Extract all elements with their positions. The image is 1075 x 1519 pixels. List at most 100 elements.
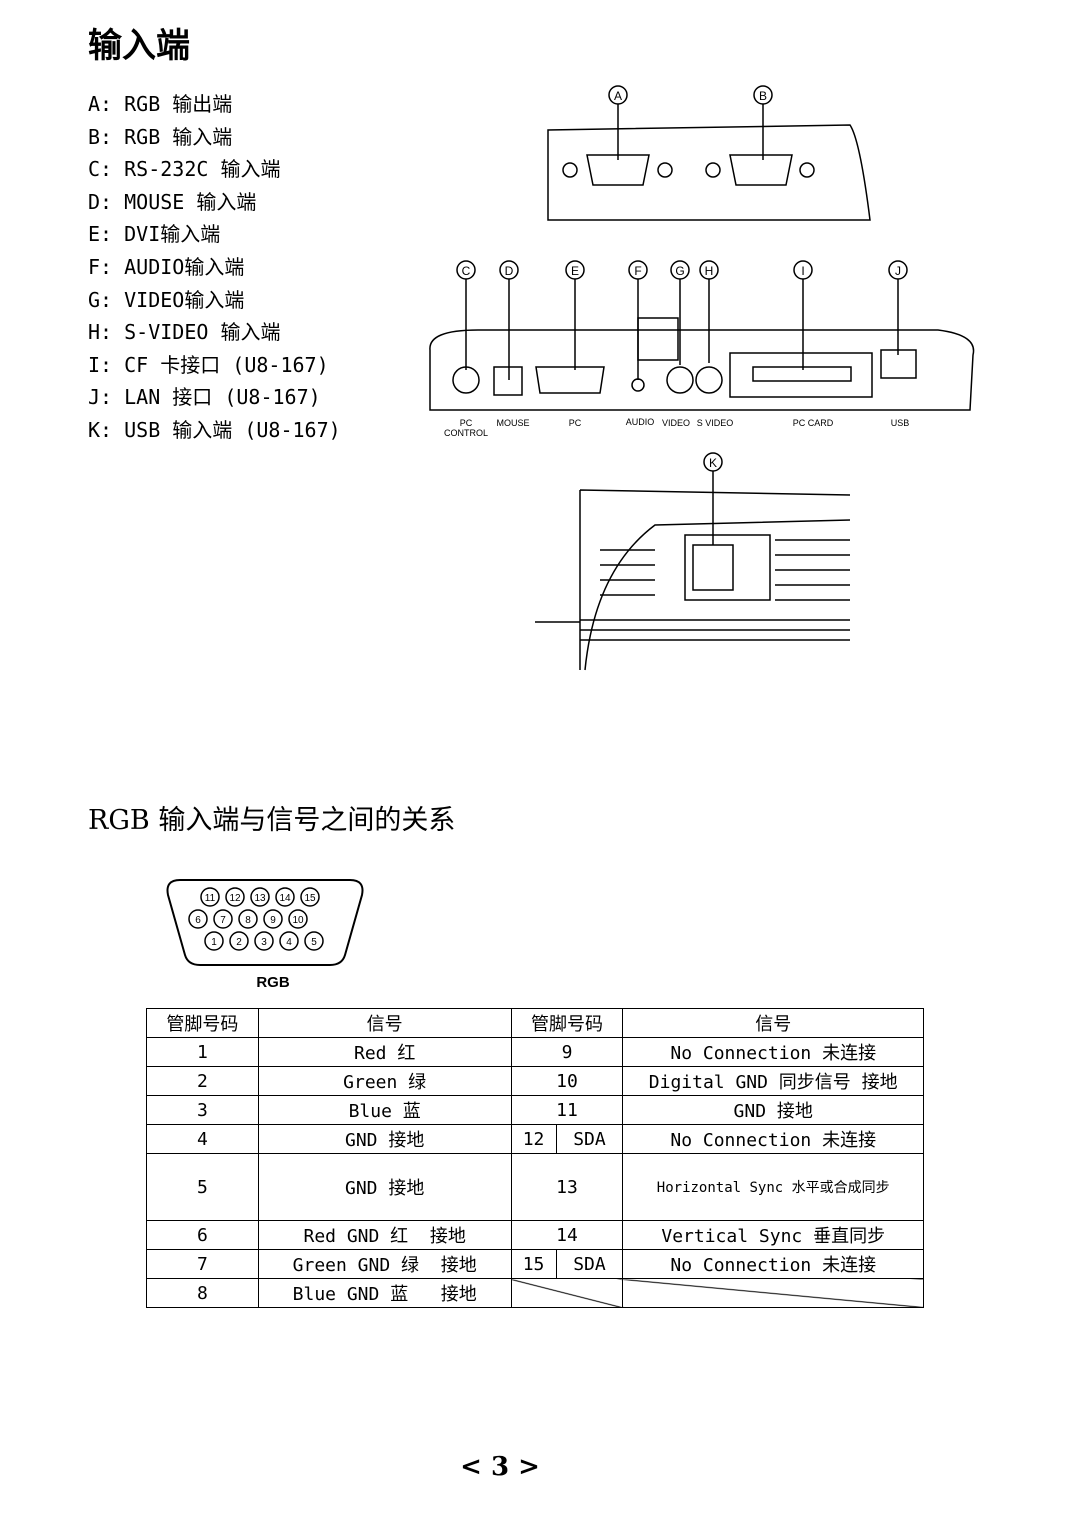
signal-cell: Blue GND 蓝 接地 xyxy=(257,1278,512,1308)
pin-circle xyxy=(229,931,249,951)
pin-circle xyxy=(238,909,258,929)
pin-circle xyxy=(279,931,299,951)
port-item: A: RGB 输出端 xyxy=(88,92,233,116)
signal-cell: GND 接地 xyxy=(622,1095,924,1125)
pin-circle xyxy=(288,909,308,929)
page-number: < 3 > xyxy=(460,1452,540,1482)
pin-circle xyxy=(204,931,224,951)
label-audio: AUDIO xyxy=(626,417,655,427)
pin-circle xyxy=(200,887,220,907)
signal-cell: Red GND 红 接地 xyxy=(257,1220,512,1250)
pin-number: 9 xyxy=(270,915,276,926)
callout-i: I xyxy=(801,264,804,278)
connector-label: RGB xyxy=(256,974,290,991)
port-item: K: USB 输入端 (U8-167) xyxy=(88,417,341,442)
pin-cell: 7 xyxy=(146,1249,259,1279)
callout-b: B xyxy=(759,89,767,103)
signal-cell: No Connection 未连接 xyxy=(622,1249,924,1279)
pin-cell: 15 xyxy=(510,1249,557,1279)
usb-port-diagram: K xyxy=(535,452,851,671)
port-item: H: S-VIDEO 输入端 xyxy=(88,320,281,345)
pin-circle xyxy=(225,887,245,907)
port-item: I: CF 卡接口 (U8-167) xyxy=(88,352,329,377)
callout-g: G xyxy=(675,264,684,278)
pin-circle xyxy=(275,887,295,907)
rgb-ports-diagram: A B xyxy=(547,85,871,221)
table-header-row: 管脚号码 信号 管脚号码 信号 xyxy=(146,1008,924,1038)
header-pin: 管脚号码 xyxy=(146,1008,259,1038)
label-pc-control-2: CONTROL xyxy=(444,428,488,438)
callout-d: D xyxy=(505,264,514,278)
pin-cell: 6 xyxy=(146,1220,259,1250)
pin-number: 1 xyxy=(211,937,217,948)
header-signal: 信号 xyxy=(257,1008,512,1038)
pin-cell: 9 xyxy=(510,1037,624,1067)
pin-cell: 2 xyxy=(146,1066,259,1096)
pin-circle xyxy=(213,909,233,929)
pin-cell: 1 xyxy=(146,1037,259,1067)
empty-cell xyxy=(510,1278,624,1308)
pin-circle xyxy=(263,909,283,929)
callout-a: A xyxy=(614,89,622,103)
pin-number: 6 xyxy=(195,915,201,926)
pin-number: 7 xyxy=(220,915,226,926)
pin-number: 12 xyxy=(229,893,241,904)
signal-cell: Green 绿 xyxy=(257,1066,512,1096)
signal-cell: Green GND 绿 接地 xyxy=(257,1249,512,1279)
pin-number: 14 xyxy=(279,893,291,904)
pin-cell: 3 xyxy=(146,1095,259,1125)
label-pc-card: PC CARD xyxy=(793,418,834,428)
pin-number: 8 xyxy=(245,915,251,926)
pin-number: 13 xyxy=(254,893,266,904)
pin-cell: 4 xyxy=(146,1124,259,1154)
header-pin-2: 管脚号码 xyxy=(510,1008,624,1038)
signal-cell: GND 接地 xyxy=(257,1153,512,1221)
signal-cell: GND 接地 xyxy=(257,1124,512,1154)
label-pc-control-1: PC xyxy=(460,418,473,428)
pin-circle xyxy=(300,887,320,907)
pin-circle xyxy=(254,931,274,951)
pin-cell: 12 xyxy=(510,1124,557,1154)
port-item: B: RGB 输入端 xyxy=(88,124,233,149)
callout-c: C xyxy=(462,264,471,278)
port-item: D: MOUSE 输入端 xyxy=(88,189,257,214)
pin-number: 4 xyxy=(286,937,292,948)
port-list: A: RGB 输出端 B: RGB 输入端 C: RS-232C 输入端 D: … xyxy=(88,88,341,447)
pin-number: 2 xyxy=(236,937,242,948)
label-mouse: MOUSE xyxy=(496,418,529,428)
signal-cell: Vertical Sync 垂直同步 xyxy=(622,1220,924,1250)
page-title: 输入端 xyxy=(88,26,190,66)
port-item: C: RS-232C 输入端 xyxy=(88,157,281,182)
pin-sub-cell: SDA xyxy=(555,1124,624,1154)
pin-cell: 13 xyxy=(510,1153,624,1221)
callout-e: E xyxy=(571,264,579,278)
signal-cell: Red 红 xyxy=(257,1037,512,1067)
pin-number: 10 xyxy=(292,915,304,926)
pin-number: 3 xyxy=(261,937,267,948)
callout-j: J xyxy=(895,264,901,278)
section-title: RGB 输入端与信号之间的关系 xyxy=(88,805,456,836)
signal-cell: Blue 蓝 xyxy=(257,1095,512,1125)
pin-number: 15 xyxy=(304,893,316,904)
header-signal-2: 信号 xyxy=(622,1008,924,1038)
signal-cell: No Connection 未连接 xyxy=(622,1037,924,1067)
pin-cell: 8 xyxy=(146,1278,259,1308)
label-usb: USB xyxy=(891,418,910,428)
pin-number: 11 xyxy=(205,893,216,904)
signal-cell: Digital GND 同步信号 接地 xyxy=(622,1066,924,1096)
pin-cell: 10 xyxy=(510,1066,624,1096)
callout-k: K xyxy=(709,456,717,470)
pin-circle xyxy=(304,931,324,951)
pin-number: 5 xyxy=(311,937,317,948)
signal-cell: No Connection 未连接 xyxy=(622,1124,924,1154)
